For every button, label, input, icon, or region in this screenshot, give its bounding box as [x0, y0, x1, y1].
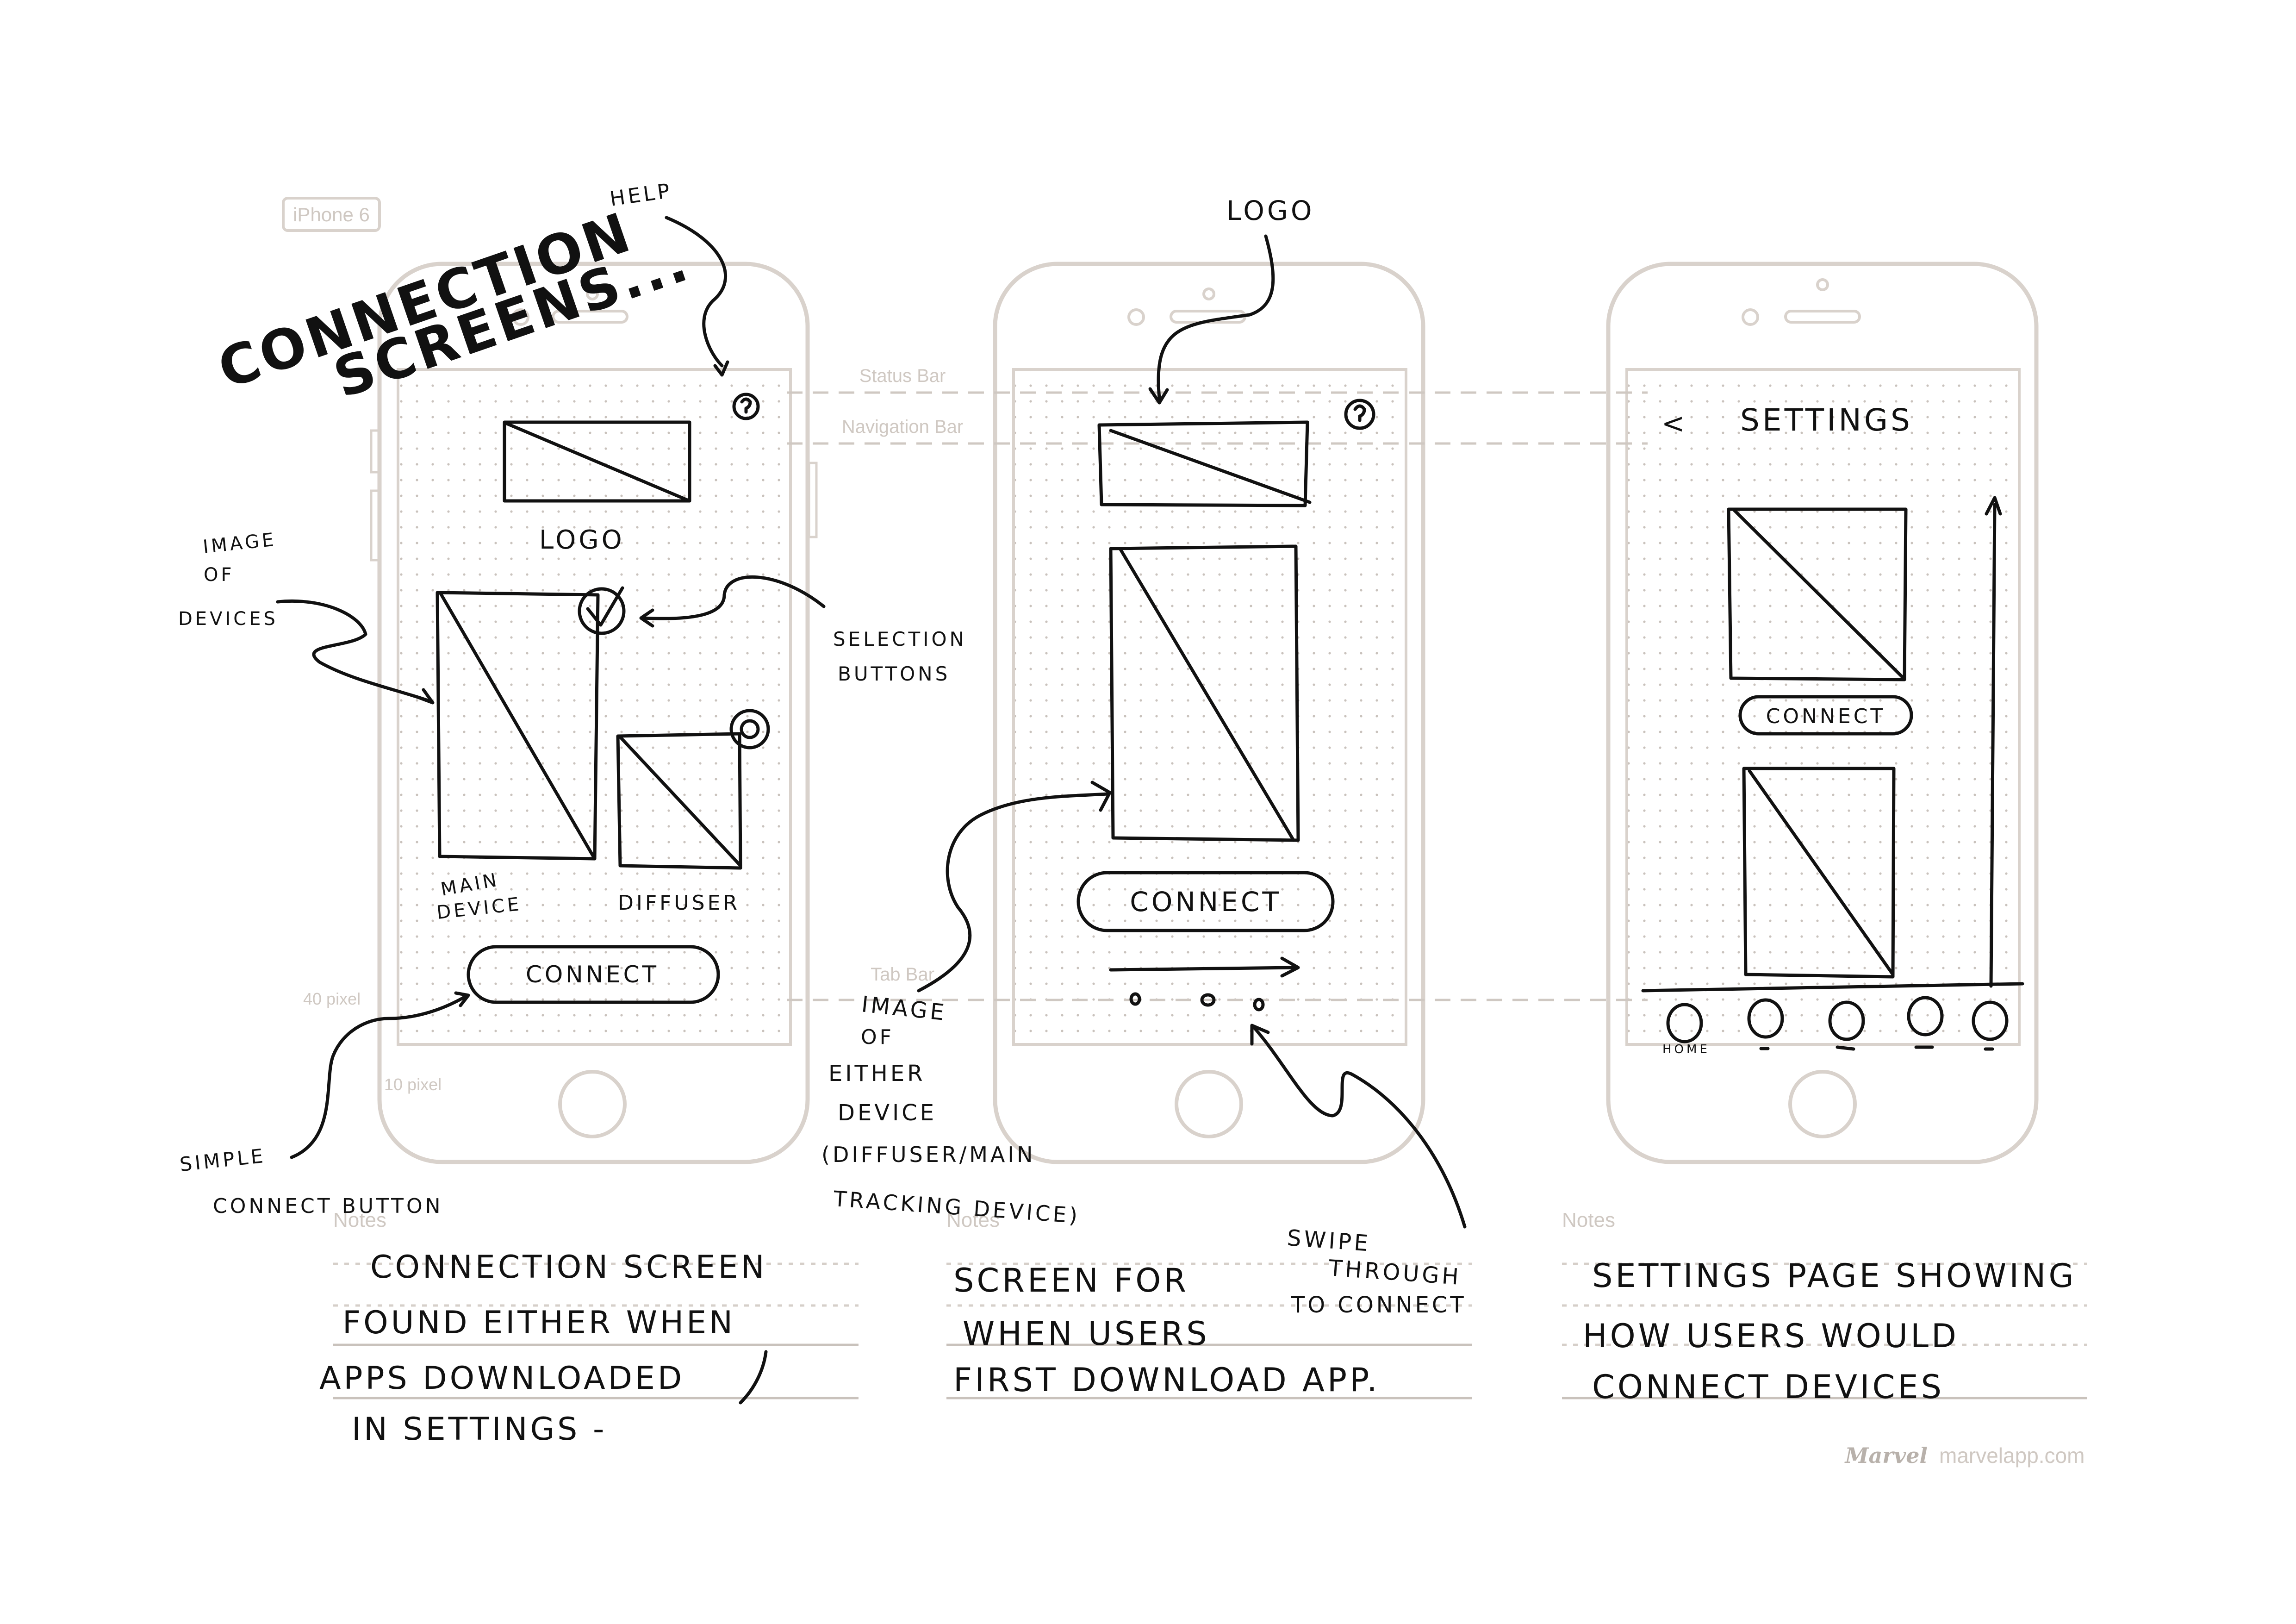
device-label-box [282, 197, 381, 232]
note-2-line-1: SCREEN FOR [953, 1262, 1189, 1299]
tab-icon[interactable] [1828, 1000, 1865, 1041]
swipe-annotation-line-1: SWIPE [1286, 1225, 1372, 1257]
notes-label: Notes [946, 1209, 1000, 1231]
selection-annotation-line-1: SELECTION [833, 628, 967, 650]
phone-frame-1 [370, 262, 818, 1164]
screen-2-sketch: LOGO CONNECT IMAGE OF [821, 195, 1467, 1399]
notes-label: Notes [1562, 1209, 1615, 1231]
logo-arrowhead [1148, 387, 1169, 405]
tab-icon[interactable] [1747, 998, 1784, 1039]
screen-3-sketch: < SETTINGS CONNECT HOME [1583, 402, 2077, 1406]
phone-frame-3 [1606, 262, 2039, 1164]
note-1-line-3: APPS DOWNLOADED [319, 1360, 684, 1397]
tab-home-icon[interactable] [1666, 1003, 1703, 1043]
logo-annotation: LOGO [1226, 195, 1315, 226]
note-2-line-2: WHEN USERS [963, 1315, 1210, 1353]
selection-annotation-line-2: BUTTONS [838, 662, 950, 685]
note-1-line-4: IN SETTINGS - [352, 1411, 607, 1448]
help-icon[interactable] [1344, 399, 1375, 430]
status-bar-label: Status Bar [859, 366, 946, 386]
note-1-line-1: CONNECTION SCREEN [370, 1249, 767, 1286]
connect-button-label: CONNECT [526, 961, 659, 988]
page-dot[interactable] [1200, 993, 1216, 1007]
help-arrow [665, 216, 727, 368]
main-device-image[interactable] [436, 591, 600, 861]
connect-button-3[interactable]: CONNECT [1738, 695, 1913, 736]
note-1-bracket [739, 1350, 768, 1405]
dimension-10-label: 10 pixel [384, 1075, 442, 1094]
selection-check-icon[interactable] [578, 586, 626, 635]
image-annotation-line-3: DEVICES [178, 608, 278, 630]
note-3-line-1: SETTINGS PAGE SHOWING [1592, 1257, 2077, 1295]
image-arrowhead [1090, 781, 1112, 812]
image-annotation-line-1: IMAGE [860, 991, 948, 1026]
note-1-line-2: FOUND EITHER WHEN [342, 1305, 735, 1341]
tab-bar: HOME [1662, 996, 2009, 1056]
image-annotation-line-4: DEVICE [838, 1100, 937, 1126]
note-3-line-2: HOW USERS WOULD [1583, 1317, 1959, 1355]
image-arrow [917, 792, 1110, 993]
printed-template: iPhone 6 [282, 197, 2087, 1468]
tab-icon[interactable] [1907, 996, 1944, 1037]
connect-button-label: CONNECT [1766, 705, 1886, 728]
logo-placeholder [503, 420, 691, 503]
diffuser-label: DIFFUSER [618, 891, 740, 915]
notes-area-1: Notes [333, 1209, 859, 1399]
notes-label: Notes [333, 1209, 386, 1231]
button-annotation-line-2: CONNECT BUTTON [213, 1194, 443, 1218]
swipe-annotation-line-3: TO CONNECT [1291, 1292, 1467, 1318]
help-icon[interactable] [732, 393, 760, 420]
swipe-arrow [1252, 1026, 1467, 1229]
swipe-arrow-icon[interactable] [1109, 956, 1300, 978]
button-arrow [290, 993, 469, 1159]
diffuser-image[interactable] [616, 732, 742, 870]
image-annotation-line-1: IMAGE [202, 529, 277, 558]
connect-button-1[interactable]: CONNECT [467, 945, 720, 1004]
back-chevron-icon[interactable]: < [1661, 407, 1687, 440]
brand-url: marvelapp.com [1939, 1443, 2084, 1468]
note-2-line-3: FIRST DOWNLOAD APP. [953, 1361, 1380, 1399]
help-arrowhead [713, 360, 729, 377]
device-image[interactable] [1109, 544, 1300, 842]
help-annotation: HELP [608, 179, 674, 211]
button-annotation-line-1: SIMPLE [179, 1144, 267, 1176]
phone-frame-2 [993, 262, 1425, 1164]
page-dot[interactable] [1129, 992, 1141, 1006]
image-annotation-line-2: OF [861, 1025, 894, 1049]
tab-bar-label: Tab Bar [871, 964, 934, 985]
image-arrowhead [415, 688, 435, 705]
image-annotation-line-2: OF [204, 564, 235, 586]
notes-area-2: Notes [946, 1209, 1472, 1399]
image-annotation-line-5: (DIFFUSER/MAIN [821, 1142, 1035, 1167]
swipe-arrowhead [1250, 1024, 1270, 1046]
swipe-annotation-line-2: THROUGH [1327, 1255, 1462, 1290]
diffuser-image[interactable] [1742, 767, 1896, 979]
device-label: iPhone 6 [293, 204, 370, 225]
main-device-image[interactable] [1727, 507, 1908, 681]
button-arrowhead [454, 991, 470, 1007]
selection-radio-icon[interactable] [729, 709, 770, 750]
logo-arrow [1157, 234, 1275, 400]
selection-arrowhead [639, 608, 654, 628]
settings-title: SETTINGS [1740, 402, 1913, 438]
image-annotation-line-3: EITHER [828, 1061, 926, 1087]
tab-bar-divider [1641, 982, 2024, 993]
note-3-line-3: CONNECT DEVICES [1592, 1368, 1944, 1406]
tab-icon[interactable] [1972, 1000, 2009, 1041]
navigation-bar-label: Navigation Bar [842, 417, 963, 437]
connect-button-label: CONNECT [1130, 886, 1282, 918]
selection-arrow [641, 575, 826, 620]
tab-home-label: HOME [1662, 1043, 1710, 1056]
logo-placeholder [1097, 420, 1312, 507]
image-arrow [276, 599, 432, 703]
connect-button-2[interactable]: CONNECT [1076, 871, 1335, 932]
logo-label: LOGO [539, 525, 625, 555]
marvel-logo: Marvel [1844, 1443, 1928, 1468]
page-indicator[interactable] [1129, 992, 1265, 1012]
page-dot[interactable] [1253, 998, 1265, 1012]
dimension-40-label: 40 pixel [303, 989, 361, 1008]
notes-area-3: Notes [1562, 1209, 2087, 1399]
scrollbar[interactable] [1985, 496, 2002, 988]
